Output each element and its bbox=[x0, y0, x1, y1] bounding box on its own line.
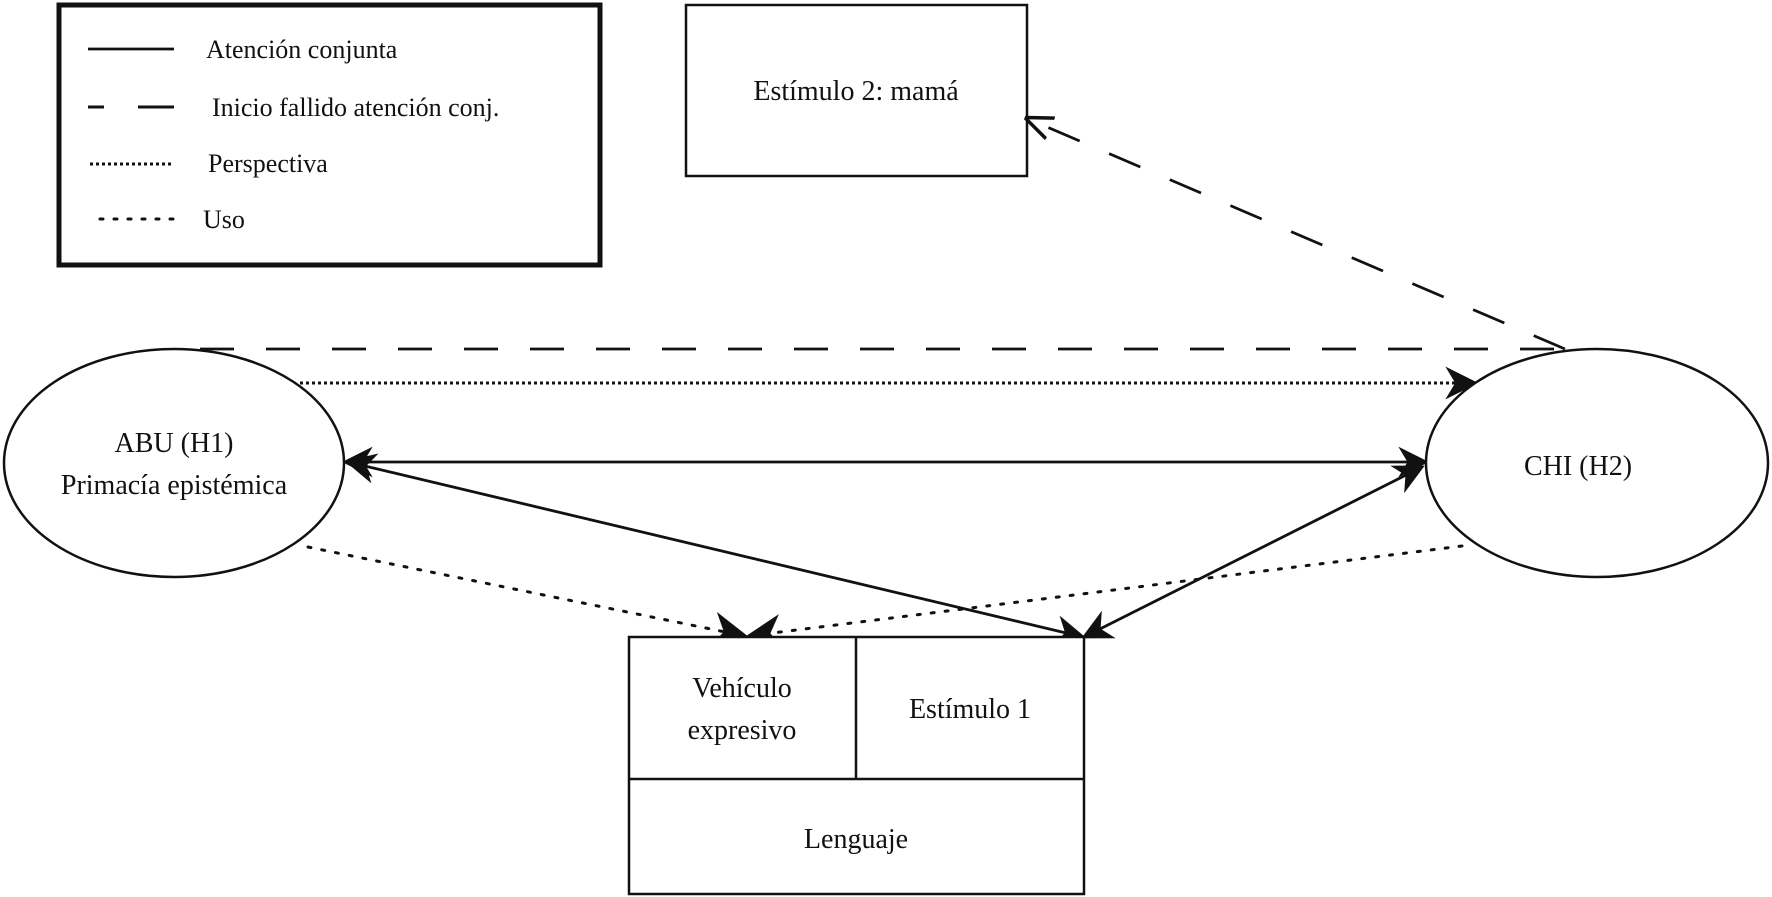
legend-label-use: Uso bbox=[203, 205, 245, 234]
chi-label: CHI (H2) bbox=[1524, 451, 1632, 482]
vehicle-label-line1: Vehículo bbox=[692, 673, 792, 704]
language-label: Lenguaje bbox=[804, 824, 908, 855]
stimulus1-label: Estímulo 1 bbox=[909, 694, 1031, 725]
edge-joint-abu-stimulus1 bbox=[345, 453, 1086, 646]
abu-label: ABU (H1) bbox=[115, 428, 234, 459]
abu-sublabel: Primacía epistémica bbox=[61, 470, 288, 501]
abu-node: ABU (H1) Primacía epistémica bbox=[2, 347, 346, 579]
legend-label-failed-start: Inicio fallido atención conj. bbox=[212, 93, 499, 122]
vehicle-label-line2: expresivo bbox=[688, 715, 797, 746]
legend-label-perspective: Perspectiva bbox=[208, 149, 328, 178]
edge-use-abu-vehicle bbox=[306, 545, 749, 648]
edge-failed-chi-stimulus2 bbox=[1026, 118, 1566, 351]
edge-use-chi-vehicle bbox=[745, 544, 1464, 650]
edges bbox=[200, 118, 1566, 650]
stimulus2-box bbox=[684, 3, 1029, 178]
chi-ellipse bbox=[1424, 347, 1770, 579]
abu-ellipse bbox=[2, 347, 346, 579]
stimulus2-node: Estímulo 2: mamá bbox=[684, 3, 1029, 178]
legend: Atención conjunta Inicio fallido atenció… bbox=[56, 2, 603, 268]
legend-label-joint-attention: Atención conjunta bbox=[206, 35, 398, 64]
stimulus2-label: Estímulo 2: mamá bbox=[753, 76, 959, 107]
chi-node: CHI (H2) bbox=[1424, 347, 1770, 579]
language-block: Vehículo expresivo Estímulo 1 Lenguaje bbox=[627, 635, 1086, 896]
edge-joint-chi-stimulus1 bbox=[1081, 465, 1425, 639]
